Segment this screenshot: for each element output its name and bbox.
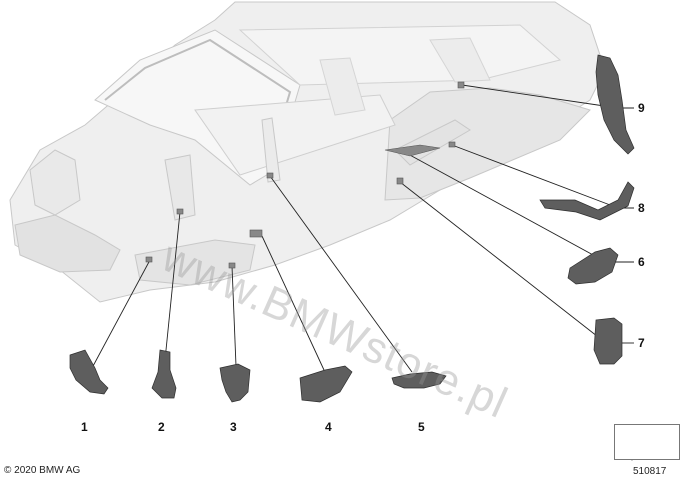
leader-line-6 <box>407 153 607 263</box>
leader-line-3 <box>231 265 237 367</box>
part-label-7: 7 <box>638 336 645 350</box>
part-label-5: 5 <box>418 420 425 434</box>
part-label-8: 8 <box>638 201 645 215</box>
car-body-illustration <box>9 1 606 303</box>
copyright-text: © 2020 BMW AG <box>4 465 81 476</box>
leader-line-1 <box>91 259 151 369</box>
leader-line-2 <box>164 211 181 361</box>
part-label-4: 4 <box>325 420 332 434</box>
leader-line-5 <box>269 175 413 373</box>
part-4-shape <box>299 365 353 403</box>
part-8-shape <box>539 181 635 221</box>
part-9-shape <box>595 54 635 155</box>
part-3-shape <box>219 363 251 403</box>
part-6-shape <box>567 247 619 285</box>
leader-line-7 <box>399 181 603 341</box>
part-label-1: 1 <box>81 420 88 434</box>
part-shapes <box>69 54 635 403</box>
diagram-id: 510817 <box>633 466 667 477</box>
leader-line-8 <box>451 144 619 209</box>
part-label-2: 2 <box>158 420 165 434</box>
part-5-shape <box>391 371 447 389</box>
part-2-shape <box>151 349 177 399</box>
part-label-3: 3 <box>230 420 237 434</box>
leader-line-4 <box>261 235 325 371</box>
part-label-6: 6 <box>638 255 645 269</box>
navigation-box[interactable] <box>614 424 680 460</box>
attachment-markers <box>145 81 465 269</box>
part-label-9: 9 <box>638 101 645 115</box>
leader-line-9 <box>461 84 619 109</box>
part-7-shape <box>593 317 623 365</box>
part-1-shape <box>69 349 109 395</box>
